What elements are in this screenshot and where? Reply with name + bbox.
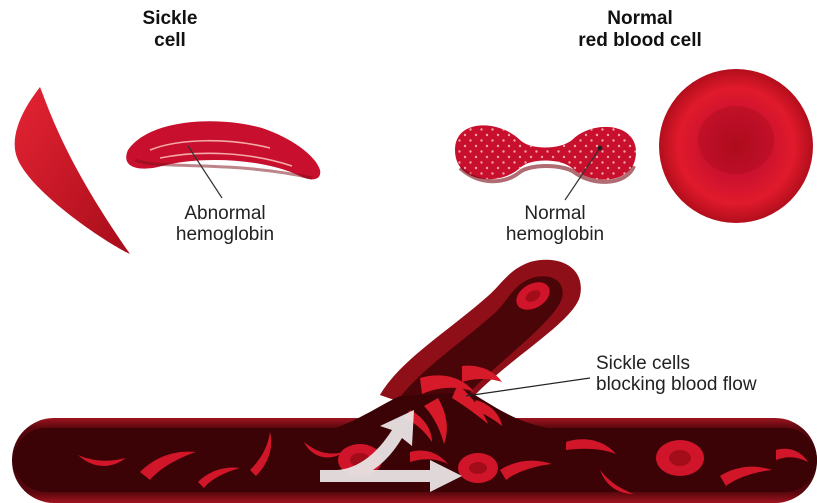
label-abnormal-hemoglobin: Abnormal hemoglobin [160, 203, 290, 245]
title-normal-cell: Normal red blood cell [548, 8, 732, 52]
label-line: Normal [490, 203, 620, 224]
title-sickle-cell: Sickle cell [120, 8, 220, 52]
label-line: blocking blood flow [596, 374, 801, 395]
label-line: hemoglobin [490, 224, 620, 245]
title-line: Normal [548, 8, 732, 30]
title-line: Sickle [120, 8, 220, 30]
label-line: Abnormal [160, 203, 290, 224]
label-line: Sickle cells [596, 353, 801, 374]
label-normal-hemoglobin: Normal hemoglobin [490, 203, 620, 245]
sickle-cell-standalone [15, 87, 130, 254]
title-line: cell [120, 30, 220, 52]
label-line: hemoglobin [160, 224, 290, 245]
label-blocking-blood-flow: Sickle cells blocking blood flow [596, 353, 801, 395]
sickle-cell-detail [126, 121, 320, 179]
normal-cell-cross-section [455, 125, 636, 181]
title-line: red blood cell [548, 30, 732, 52]
